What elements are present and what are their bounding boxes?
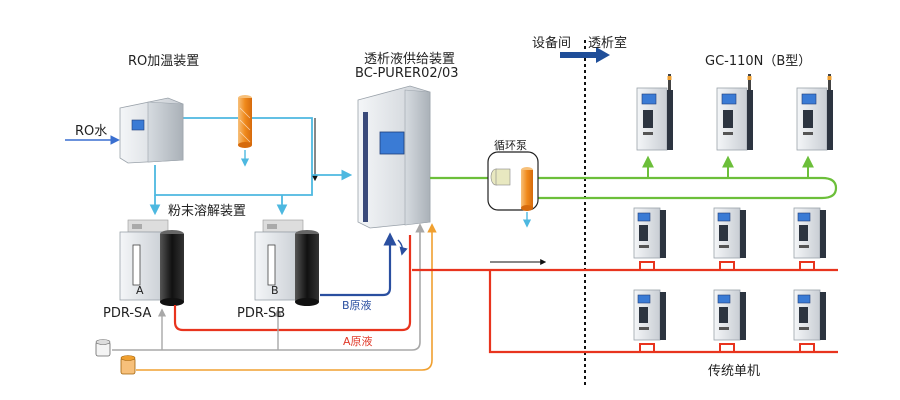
a-concentrate-line bbox=[173, 235, 412, 332]
a-concentrate-label: A原液 bbox=[343, 335, 373, 348]
room-left-label: 设备间 bbox=[532, 36, 572, 51]
ro-water-label: RO水 bbox=[75, 124, 108, 139]
single-machine-label: 传统单机 bbox=[708, 364, 761, 379]
powder-label: 粉末溶解装置 bbox=[168, 204, 247, 219]
single-machine-6 bbox=[793, 289, 827, 341]
pump-label: 循环泵 bbox=[494, 139, 527, 152]
green-dialysate-loop bbox=[430, 176, 838, 200]
b-concentrate-label: B原液 bbox=[342, 299, 372, 312]
gc-title-label: GC-110N（B型） bbox=[705, 54, 812, 69]
direction-arrow-body bbox=[560, 52, 596, 58]
pdr-sb-label: PDR-SB bbox=[237, 306, 286, 321]
unit-b-label: B bbox=[271, 284, 279, 297]
circulation-pump bbox=[487, 151, 539, 228]
unit-a-label: A bbox=[136, 284, 144, 297]
ro-heating-unit bbox=[119, 97, 184, 164]
pdr-sa-label: PDR-SA bbox=[103, 306, 152, 321]
pdr-sa-unit bbox=[119, 219, 184, 306]
gray-container-icon bbox=[95, 339, 111, 357]
single-machine-4 bbox=[633, 289, 667, 341]
direction-arrow-head bbox=[596, 47, 610, 63]
orange-supply-line bbox=[136, 223, 437, 371]
room-right-label: 透析室 bbox=[588, 36, 628, 51]
dialysate-model-label: BC-PURER02/03 bbox=[355, 66, 459, 81]
single-machine-2 bbox=[713, 207, 747, 259]
dialysate-title-label: 透析液供给装置 bbox=[364, 52, 456, 67]
gc-unit-1 bbox=[636, 73, 674, 151]
dialysate-supply-unit bbox=[357, 85, 431, 229]
filter-cylinder-icon bbox=[238, 95, 252, 148]
single-machine-3 bbox=[793, 207, 827, 259]
gray-supply-line bbox=[112, 223, 425, 351]
ro-heating-label: RO加温装置 bbox=[128, 54, 200, 69]
orange-container-icon bbox=[120, 355, 136, 375]
gc-unit-2 bbox=[716, 73, 754, 151]
gc-unit-3 bbox=[796, 73, 834, 151]
single-machine-5 bbox=[713, 289, 747, 341]
ro-loop-line bbox=[154, 117, 313, 196]
pdr-sb-unit bbox=[254, 219, 319, 306]
single-machine-1 bbox=[633, 207, 667, 259]
b-concentrate-line bbox=[320, 232, 397, 297]
